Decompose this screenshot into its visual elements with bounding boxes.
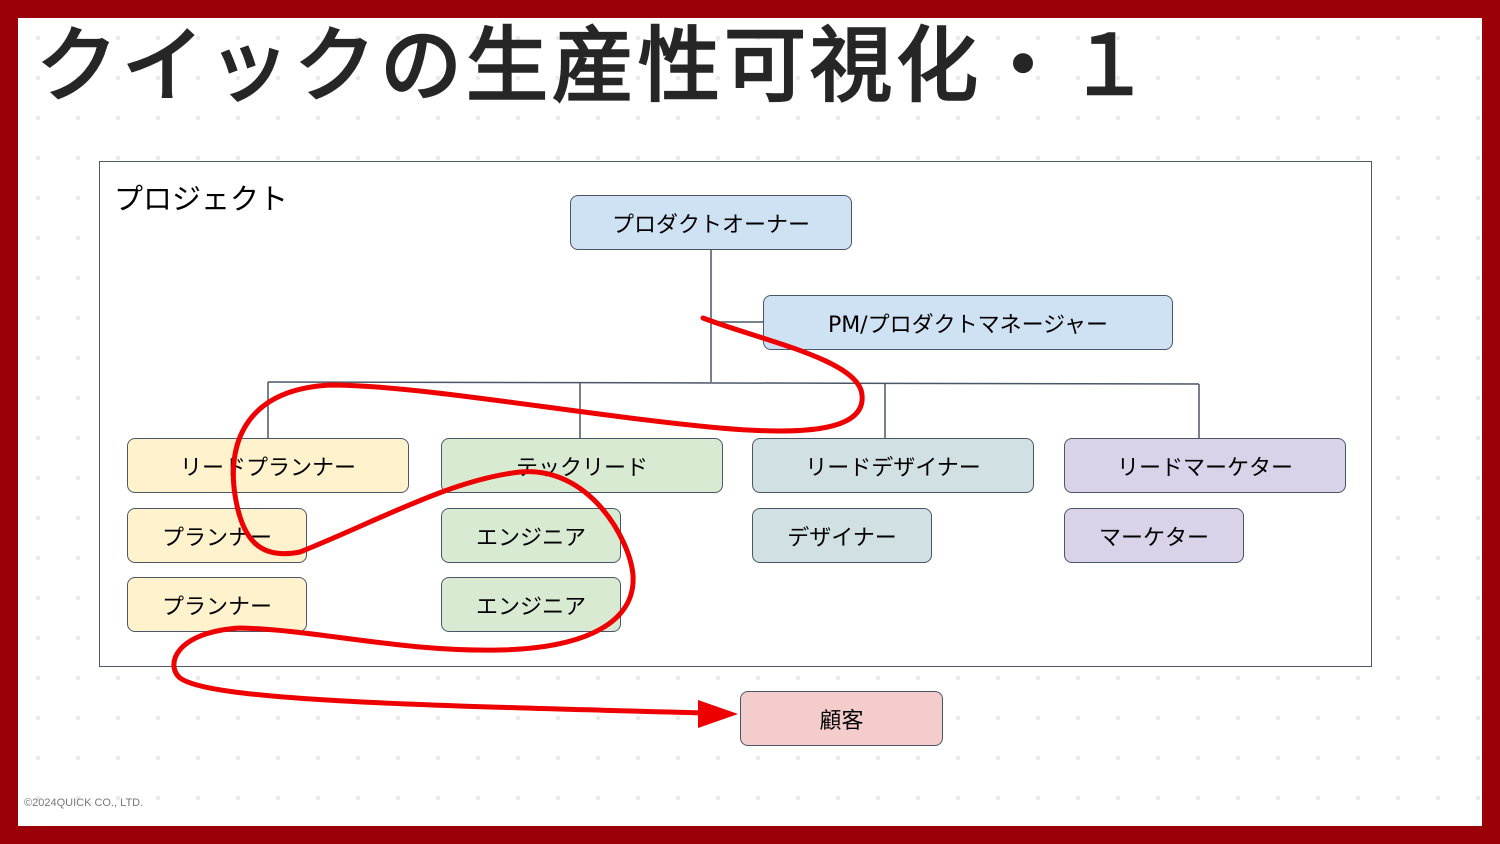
project-label: プロジェクト <box>114 182 289 216</box>
copyright: ©2024QUICK CO., LTD. <box>24 797 144 809</box>
node-engineer-1: エンジニア <box>441 508 621 563</box>
node-customer: 顧客 <box>740 691 943 746</box>
node-designer: デザイナー <box>752 508 932 563</box>
node-lead-planner: リードプランナー <box>127 438 409 493</box>
node-marketer: マーケター <box>1064 508 1244 563</box>
node-lead-designer: リードデザイナー <box>752 438 1034 493</box>
node-pm: PM/プロダクトマネージャー <box>763 295 1173 350</box>
slide-title: クイックの生産性可視化・１ <box>36 19 1155 114</box>
connector-horizontal <box>267 381 1200 385</box>
flow-arrow-head <box>698 700 738 728</box>
node-lead-marketer: リードマーケター <box>1064 438 1346 493</box>
node-product-owner: プロダクトオーナー <box>570 195 852 250</box>
node-engineer-2: エンジニア <box>441 577 621 632</box>
node-tech-lead: テックリード <box>441 438 723 493</box>
flow-arrow-line <box>171 315 865 716</box>
node-planner-2: プランナー <box>127 577 307 632</box>
